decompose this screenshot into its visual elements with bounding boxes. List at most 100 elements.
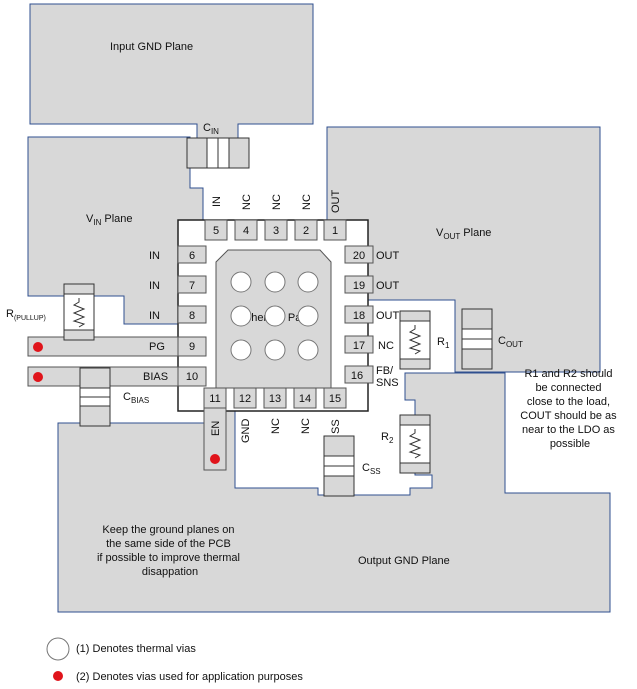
pin-8-label: IN	[149, 310, 160, 322]
input-gnd-label: Input GND Plane	[110, 41, 193, 53]
pin-19-label: OUT	[376, 280, 400, 292]
pin-8-number: 8	[189, 310, 195, 322]
pin-18-number: 18	[353, 310, 365, 322]
pin-3-number: 3	[273, 225, 279, 237]
pin-18	[344, 305, 374, 324]
r1-label: R1	[437, 336, 450, 350]
legend-thermal-vias: (1) Denotes thermal vias	[76, 643, 196, 655]
output-gnd-plane	[57, 372, 611, 613]
vin-label: VIN Plane	[86, 213, 133, 227]
thermal-via	[264, 271, 286, 293]
vout-label: VOUT Plane	[436, 227, 491, 241]
pin-2-number: 2	[303, 225, 309, 237]
pin-4	[234, 219, 258, 241]
pin-16-number: 16	[351, 370, 363, 382]
thermal-via	[230, 339, 252, 361]
pin-11-label: EN	[210, 421, 222, 436]
r2-label: R2	[381, 431, 394, 445]
pin-20-label: OUT	[376, 250, 400, 262]
legend-thermal-via-icon	[46, 637, 70, 661]
cin-label: CIN	[203, 122, 219, 136]
pin-17	[344, 335, 374, 354]
output-gnd-label: Output GND Plane	[358, 555, 450, 567]
rpullup-resistor	[63, 283, 95, 341]
pin-8	[177, 305, 207, 324]
pin-13	[263, 387, 287, 409]
r1-resistor	[399, 310, 431, 370]
legend-app-via-icon	[53, 671, 63, 681]
right-pins	[344, 245, 374, 384]
cout-capacitor	[461, 308, 493, 370]
bottom-pins	[203, 387, 347, 409]
pin-17-label: NC	[378, 340, 394, 352]
en-app-via	[210, 454, 220, 464]
pin-1	[323, 219, 347, 241]
pin-12-number: 12	[239, 393, 251, 405]
pin-5	[204, 219, 228, 241]
pin-2-label: NC	[301, 194, 313, 210]
css-label: CSS	[362, 462, 381, 476]
pin-19-number: 19	[353, 280, 365, 292]
pin-17-number: 17	[353, 340, 365, 352]
cout-label: COUT	[498, 335, 523, 349]
pin-15-number: 15	[329, 393, 341, 405]
thermal-via	[230, 305, 252, 327]
r-note: R1 and R2 should be connected close to t…	[520, 368, 619, 450]
pin-6	[177, 245, 207, 264]
top-pins	[204, 219, 347, 241]
en-trace	[203, 407, 227, 471]
thermal-via	[297, 305, 319, 327]
pin-11-number: 11	[209, 393, 220, 405]
pin-6-label: IN	[149, 250, 160, 262]
pin-3-label: NC	[271, 194, 283, 210]
thermal-via	[297, 271, 319, 293]
pin-1-label: OUT	[330, 190, 342, 214]
pin-4-label: NC	[241, 194, 253, 210]
pin-20	[344, 245, 374, 264]
pin-16-label-1: FB/	[376, 365, 394, 377]
pin-16-label-2: SNS	[376, 377, 399, 389]
pin-4-number: 4	[243, 225, 249, 237]
pin-3	[264, 219, 288, 241]
pin-2	[294, 219, 318, 241]
pin-14	[293, 387, 317, 409]
pin-20-number: 20	[353, 250, 365, 262]
pin-10	[177, 366, 207, 387]
bias-app-via	[33, 372, 43, 382]
r2-resistor	[399, 414, 431, 474]
pin-16	[344, 365, 374, 384]
pin-19	[344, 275, 374, 294]
pin-15	[323, 387, 347, 409]
pin-13-number: 13	[269, 393, 281, 405]
pin-5-label: IN	[211, 196, 223, 207]
thermal-via	[297, 339, 319, 361]
cbias-capacitor	[79, 367, 111, 427]
cin-capacitor	[186, 137, 250, 169]
pin-18-label: OUT	[376, 310, 400, 322]
pin-1-number: 1	[332, 225, 338, 237]
pin-14-label: NC	[300, 418, 312, 434]
thermal-vias	[230, 271, 319, 361]
ground-note: Keep the ground planes on the same side …	[97, 524, 243, 578]
pin-9	[177, 336, 207, 357]
left-pins	[177, 245, 207, 324]
pin-14-number: 14	[299, 393, 311, 405]
pin-5-number: 5	[213, 225, 219, 237]
pin-12-label: GND	[240, 419, 252, 444]
rpullup-label: R(PULLUP)	[6, 308, 46, 322]
pin-7-label: IN	[149, 280, 160, 292]
pin-13-label: NC	[270, 418, 282, 434]
input-gnd-plane	[29, 3, 314, 139]
pin-7-number: 7	[189, 280, 195, 292]
legend-app-vias: (2) Denotes vias used for application pu…	[76, 671, 303, 683]
pin-6-number: 6	[189, 250, 195, 262]
pin-12	[233, 387, 257, 409]
pin-9-label: PG	[149, 341, 165, 353]
pin-10-label: BIAS	[143, 371, 168, 383]
thermal-via	[264, 339, 286, 361]
pin-7	[177, 275, 207, 294]
css-capacitor	[323, 435, 355, 497]
cbias-label: CBIAS	[123, 391, 149, 405]
pin-15-label: SS	[330, 419, 342, 434]
